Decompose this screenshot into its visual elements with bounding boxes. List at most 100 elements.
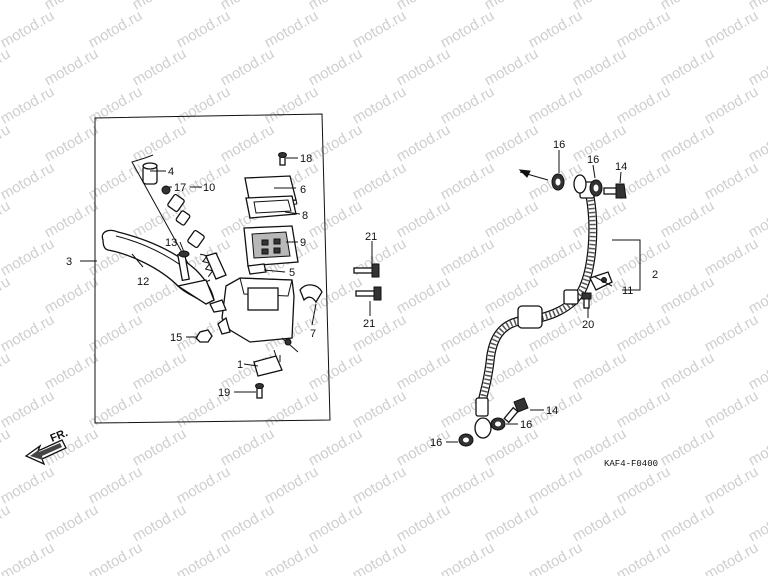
- watermark-text: motod.ru: [614, 463, 674, 507]
- master-cylinder-assembly-frame: [94, 113, 331, 424]
- callout-21a: 21: [365, 231, 377, 243]
- callout-13: 13: [165, 237, 177, 249]
- watermark-text: motod.ru: [702, 235, 762, 279]
- watermark-text: motod.ru: [218, 501, 278, 545]
- watermark-text: motod.ru: [350, 7, 410, 51]
- brake-lever: [101, 229, 215, 305]
- watermark-text: motod.ru: [350, 83, 410, 127]
- callout-18: 18: [300, 153, 312, 165]
- callout-12: 12: [137, 276, 149, 288]
- piston-set: [142, 162, 227, 280]
- watermark-text: motod.ru: [614, 83, 674, 127]
- watermark-text: motod.ru: [0, 45, 13, 89]
- watermark-text: motod.ru: [658, 45, 718, 89]
- watermark-text: motod.ru: [658, 349, 718, 393]
- watermark-text: motod.ru: [262, 539, 322, 576]
- holder-bolt-upper: [353, 263, 380, 278]
- watermark-text: motod.ru: [86, 539, 146, 576]
- watermark-text: motod.ru: [262, 463, 322, 507]
- watermark-text: motod.ru: [0, 463, 57, 507]
- leader-lines: [80, 150, 641, 443]
- watermark-text: motod.ru: [570, 197, 630, 241]
- watermark-text: motod.ru: [394, 425, 454, 469]
- brake-light-switch: [253, 349, 283, 377]
- pivot-bolt: [177, 250, 190, 282]
- watermark-text: motod.ru: [438, 159, 498, 203]
- watermark-text: motod.ru: [42, 45, 102, 89]
- watermark-text: motod.ru: [306, 349, 366, 393]
- watermark-text: motod.ru: [746, 349, 768, 393]
- watermark-text: motod.ru: [658, 197, 718, 241]
- callout-16c: 16: [520, 419, 532, 431]
- watermark-text: motod.ru: [262, 83, 322, 127]
- watermark-text: motod.ru: [130, 45, 190, 89]
- watermark-text: motod.ru: [218, 121, 278, 165]
- watermark-text: motod.ru: [130, 425, 190, 469]
- callout-16b: 16: [587, 154, 599, 166]
- callout-20: 20: [582, 319, 594, 331]
- watermark-text: motod.ru: [0, 425, 13, 469]
- reservoir-plate: [245, 195, 297, 219]
- watermark-text: motod.ru: [702, 311, 762, 355]
- watermark-text: motod.ru: [746, 501, 768, 545]
- watermark-text: motod.ru: [306, 121, 366, 165]
- watermark-text: motod.ru: [306, 197, 366, 241]
- washer-top-left: [551, 173, 565, 191]
- watermark-text: motod.ru: [438, 7, 498, 51]
- watermark-text: motod.ru: [746, 273, 768, 317]
- watermark-text: motod.ru: [86, 311, 146, 355]
- watermark-text: motod.ru: [42, 121, 102, 165]
- watermark-text: motod.ru: [746, 121, 768, 165]
- watermark-text: motod.ru: [570, 45, 630, 89]
- diagram-code: KAF4-F0400: [604, 459, 658, 469]
- callout-16d: 16: [430, 437, 442, 449]
- watermark-text: motod.ru: [614, 387, 674, 431]
- watermark-text: motod.ru: [0, 159, 57, 203]
- watermark-text: motod.ru: [0, 387, 57, 431]
- watermark-text: motod.ru: [702, 539, 762, 576]
- watermark-text: motod.ru: [526, 7, 586, 51]
- callout-1: 1: [237, 359, 243, 371]
- watermark-text: motod.ru: [0, 197, 13, 241]
- watermark-text: motod.ru: [218, 425, 278, 469]
- callout-6: 6: [300, 184, 306, 196]
- watermark-text: motod.ru: [0, 0, 13, 13]
- watermark-text: motod.ru: [526, 83, 586, 127]
- lever-nut: [195, 329, 213, 343]
- watermark-text: motod.ru: [658, 121, 718, 165]
- watermark-text: motod.ru: [174, 539, 234, 576]
- watermark-text: motod.ru: [130, 121, 190, 165]
- watermark-text: motod.ru: [0, 83, 57, 127]
- watermark-text: motod.ru: [394, 501, 454, 545]
- watermark-text: motod.ru: [0, 235, 57, 279]
- watermark-text: motod.ru: [702, 463, 762, 507]
- watermark-text: motod.ru: [438, 539, 498, 576]
- watermark-text: motod.ru: [174, 7, 234, 51]
- callout-16a: 16: [553, 139, 565, 151]
- watermark-text: motod.ru: [438, 235, 498, 279]
- watermark-text: motod.ru: [0, 7, 57, 51]
- callout-labels: 1 2 3 4 5 6 7 8 9 10 11 12 13 14 14 15 1…: [66, 139, 658, 449]
- watermark-text: motod.ru: [526, 235, 586, 279]
- callout-9: 9: [300, 237, 306, 249]
- watermark-text: motod.ru: [394, 45, 454, 89]
- holder-bolt-lower: [355, 286, 382, 301]
- watermark-text: motod.ru: [306, 501, 366, 545]
- watermark-text: motod.ru: [218, 45, 278, 89]
- watermark-text: motod.ru: [702, 7, 762, 51]
- watermark-text: motod.ru: [746, 45, 768, 89]
- watermark-text: motod.ru: [42, 501, 102, 545]
- watermark-text: motod.ru: [262, 387, 322, 431]
- watermark-text: motod.ru: [746, 425, 768, 469]
- cap-screw: [278, 152, 287, 166]
- watermark-text: motod.ru: [438, 83, 498, 127]
- callout-19: 19: [218, 387, 230, 399]
- watermark-text: motod.ru: [130, 501, 190, 545]
- watermark-text: motod.ru: [262, 7, 322, 51]
- watermark-text: motod.ru: [42, 349, 102, 393]
- brake-hose: [474, 174, 598, 439]
- callout-8: 8: [302, 210, 308, 222]
- watermark-text: motod.ru: [526, 463, 586, 507]
